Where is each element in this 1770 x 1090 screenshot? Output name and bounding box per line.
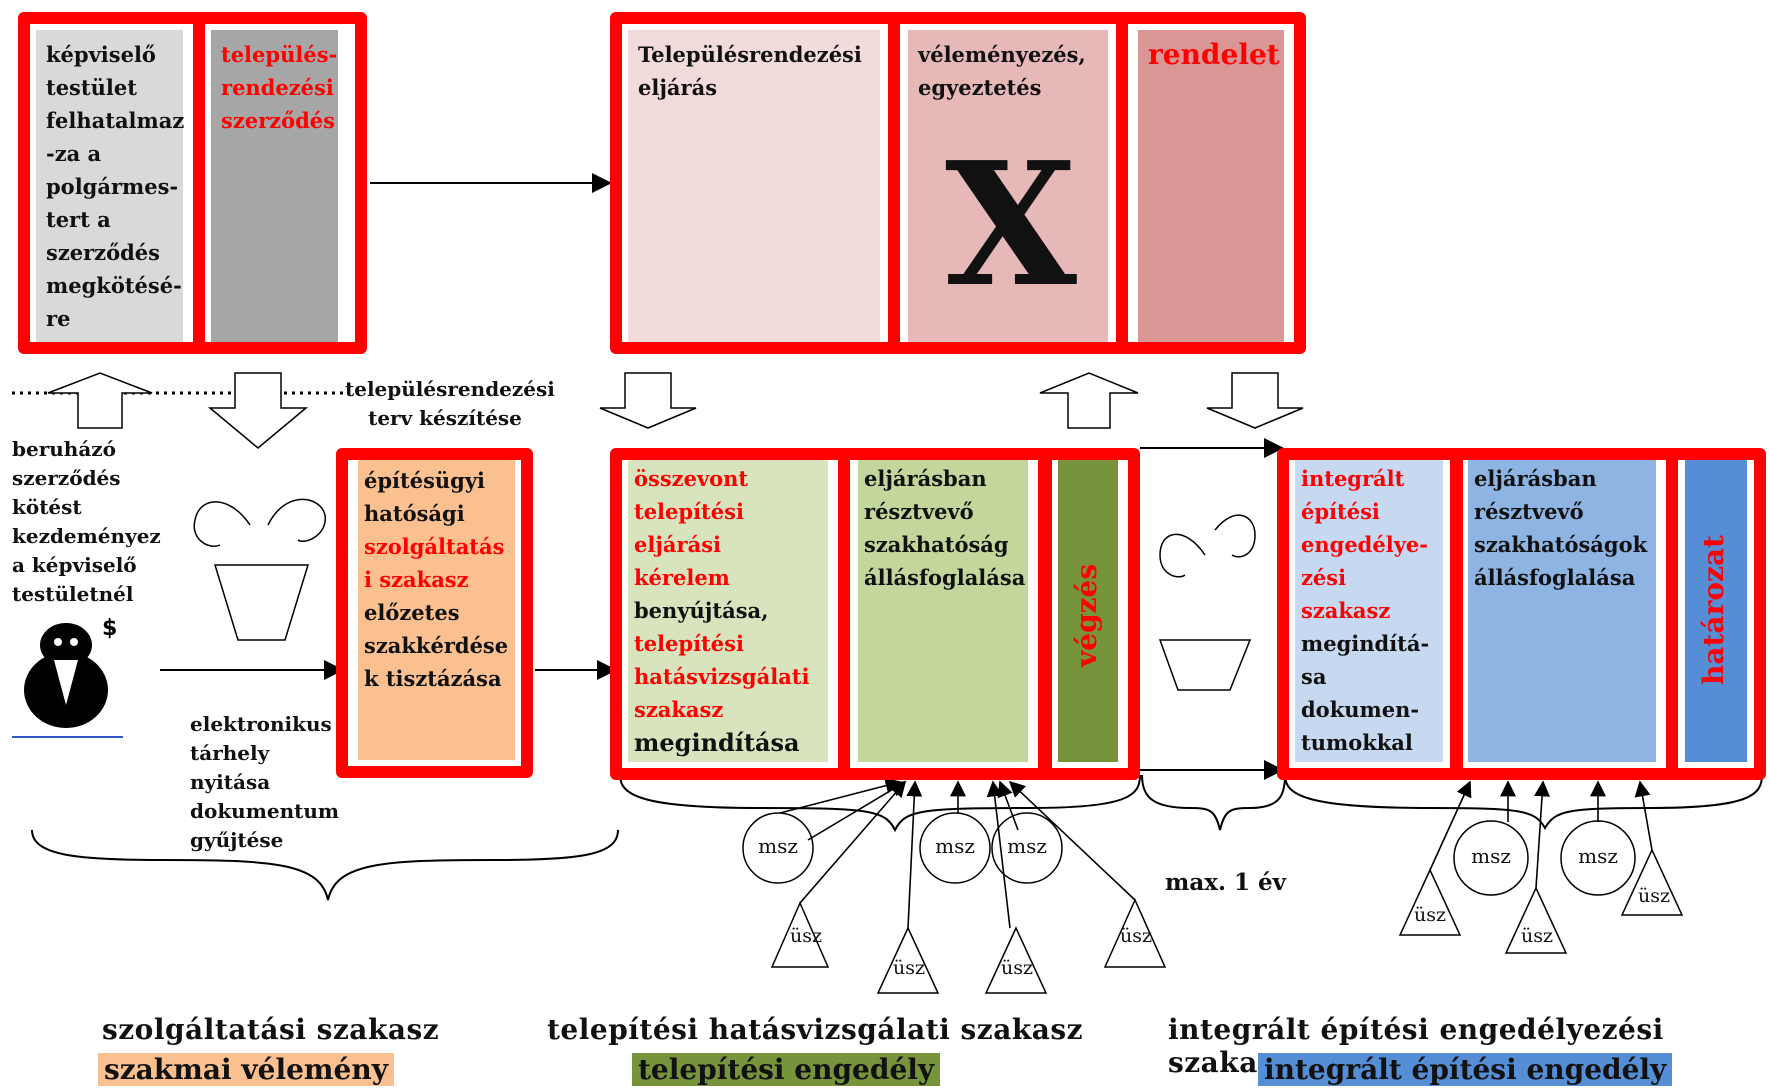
opinion-text: véleményezés, egyeztetés bbox=[918, 42, 1086, 100]
authority-box-install: eljárásban résztvevő szakhatóság állásfo… bbox=[858, 460, 1028, 762]
install-text-3: telepítési hatásvizsgálati szakasz bbox=[634, 631, 810, 722]
msz-label-1: msz bbox=[758, 834, 798, 858]
authority-arrows-integrated bbox=[1429, 780, 1653, 889]
install-text-2: benyújtása, bbox=[634, 598, 769, 623]
storage-label: elektronikus tárhely nyitása dokumentum … bbox=[190, 712, 340, 852]
install-text-4: megindítása bbox=[634, 728, 800, 757]
msz-circle-2 bbox=[919, 812, 991, 884]
usz-triangle-6 bbox=[1504, 886, 1568, 954]
frame-contract bbox=[193, 12, 367, 354]
funnel-icon-right bbox=[1158, 514, 1256, 691]
hollow-down-arrow-contract bbox=[207, 372, 309, 449]
authority-text-integrated: eljárásban résztvevő szakhatóságok állás… bbox=[1474, 466, 1648, 590]
procedure-text: Településrendezési eljárás bbox=[638, 42, 862, 100]
council-text: képviselő testület felhatalmaz -za a pol… bbox=[46, 42, 185, 331]
service-text-3: előzetes szakkérdése k tisztázása bbox=[364, 600, 509, 691]
council-box: képviselő testület felhatalmaz -za a pol… bbox=[36, 30, 185, 342]
integrated-text-2: megindítá- sa dokumen- tumokkal bbox=[1301, 631, 1430, 755]
integrated-box: integrált építési engedélye- zési szakas… bbox=[1295, 460, 1443, 762]
bottom-highlight-install: telepítési engedély bbox=[632, 1053, 941, 1086]
bottom-highlight-integrated: integrált építési engedély bbox=[1258, 1053, 1673, 1086]
msz-circle-4 bbox=[1453, 820, 1529, 896]
frame-install-request bbox=[610, 448, 850, 780]
frame-service bbox=[336, 448, 533, 778]
usz-triangle-4 bbox=[1103, 898, 1167, 968]
msz-label-3: msz bbox=[1007, 834, 1047, 858]
service-text-2: szolgáltatás i szakasz bbox=[364, 534, 505, 592]
install-text-1: összevont telepítési eljárási kérelem bbox=[634, 466, 749, 590]
hollow-down-arrow-integrated bbox=[1206, 372, 1304, 429]
frame-integrated bbox=[1277, 448, 1463, 780]
usz-triangle-3 bbox=[984, 926, 1048, 994]
bottom-title-service: szolgáltatási szakasz bbox=[102, 1013, 440, 1046]
hollow-up-arrow-opinion bbox=[1039, 372, 1139, 429]
service-box: építésügyi hatósági szolgáltatás i szaka… bbox=[358, 460, 515, 760]
frame-council bbox=[18, 12, 205, 354]
usz-label-7: üsz bbox=[1638, 885, 1670, 907]
investor-icon: $ bbox=[14, 615, 124, 733]
funnel-icon-left bbox=[193, 498, 326, 641]
install-request-box: összevont telepítési eljárási kérelem be… bbox=[628, 460, 828, 762]
contract-text: település- rendezési szerződés bbox=[221, 42, 338, 133]
brace-integrated bbox=[1284, 774, 1763, 831]
cross-mark: X bbox=[945, 125, 1077, 325]
investor-label: beruházó szerződés kötést kezdeményez a … bbox=[12, 437, 161, 606]
usz-label-5: üsz bbox=[1414, 904, 1446, 926]
usz-label-4: üsz bbox=[1120, 925, 1152, 947]
vegzes-box: végzés bbox=[1058, 460, 1118, 762]
integrated-text-1: integrált építési engedélye- zési szakas… bbox=[1301, 466, 1428, 623]
msz-label-4: msz bbox=[1471, 844, 1511, 868]
hollow-up-arrow-left bbox=[47, 372, 153, 429]
hollow-down-arrow-install bbox=[599, 372, 697, 429]
frame-decree bbox=[1116, 12, 1306, 354]
usz-label-2: üsz bbox=[893, 957, 925, 979]
opinion-box: véleményezés, egyeztetés X bbox=[908, 30, 1108, 342]
bottom-highlight-service: szakmai vélemény bbox=[98, 1053, 394, 1086]
usz-label-1: üsz bbox=[790, 925, 822, 947]
decree-box: rendelet bbox=[1138, 30, 1284, 342]
contract-box: település- rendezési szerződés bbox=[211, 30, 338, 342]
frame-hatarozat bbox=[1666, 448, 1766, 780]
procedure-box: Településrendezési eljárás bbox=[628, 30, 880, 342]
msz-circle-1 bbox=[742, 812, 814, 884]
brace-install bbox=[619, 774, 1141, 833]
usz-triangle-5 bbox=[1398, 868, 1462, 936]
frame-procedure bbox=[610, 12, 900, 354]
authority-box-integrated: eljárásban résztvevő szakhatóságok állás… bbox=[1468, 460, 1656, 762]
msz-label-2: msz bbox=[935, 834, 975, 858]
usz-label-6: üsz bbox=[1521, 925, 1553, 947]
usz-label-3: üsz bbox=[1001, 957, 1033, 979]
frame-authority-integrated bbox=[1450, 448, 1678, 780]
brace-max bbox=[1141, 774, 1286, 831]
usz-triangle-7 bbox=[1620, 848, 1684, 916]
bottom-title-install: telepítési hatásvizsgálati szakasz bbox=[547, 1013, 1084, 1046]
msz-label-5: msz bbox=[1578, 844, 1618, 868]
decree-text: rendelet bbox=[1148, 38, 1280, 71]
usz-triangle-1 bbox=[770, 901, 830, 968]
authority-text-install: eljárásban résztvevő szakhatóság állásfo… bbox=[864, 466, 1026, 590]
frame-opinion bbox=[888, 12, 1128, 354]
frame-authority-install bbox=[838, 448, 1050, 780]
service-text-1: építésügyi hatósági bbox=[364, 468, 486, 526]
authority-arrows-install bbox=[779, 777, 1136, 929]
msz-circle-3 bbox=[991, 812, 1063, 884]
brace-service bbox=[31, 829, 619, 901]
frame-vegzes bbox=[1040, 448, 1140, 780]
max-label: max. 1 év bbox=[1165, 869, 1286, 896]
svg-text:$: $ bbox=[102, 616, 117, 641]
usz-triangle-2 bbox=[876, 926, 940, 994]
hatarozat-box: határozat bbox=[1685, 460, 1747, 762]
plan-label: településrendezési terv készítése bbox=[345, 377, 555, 430]
